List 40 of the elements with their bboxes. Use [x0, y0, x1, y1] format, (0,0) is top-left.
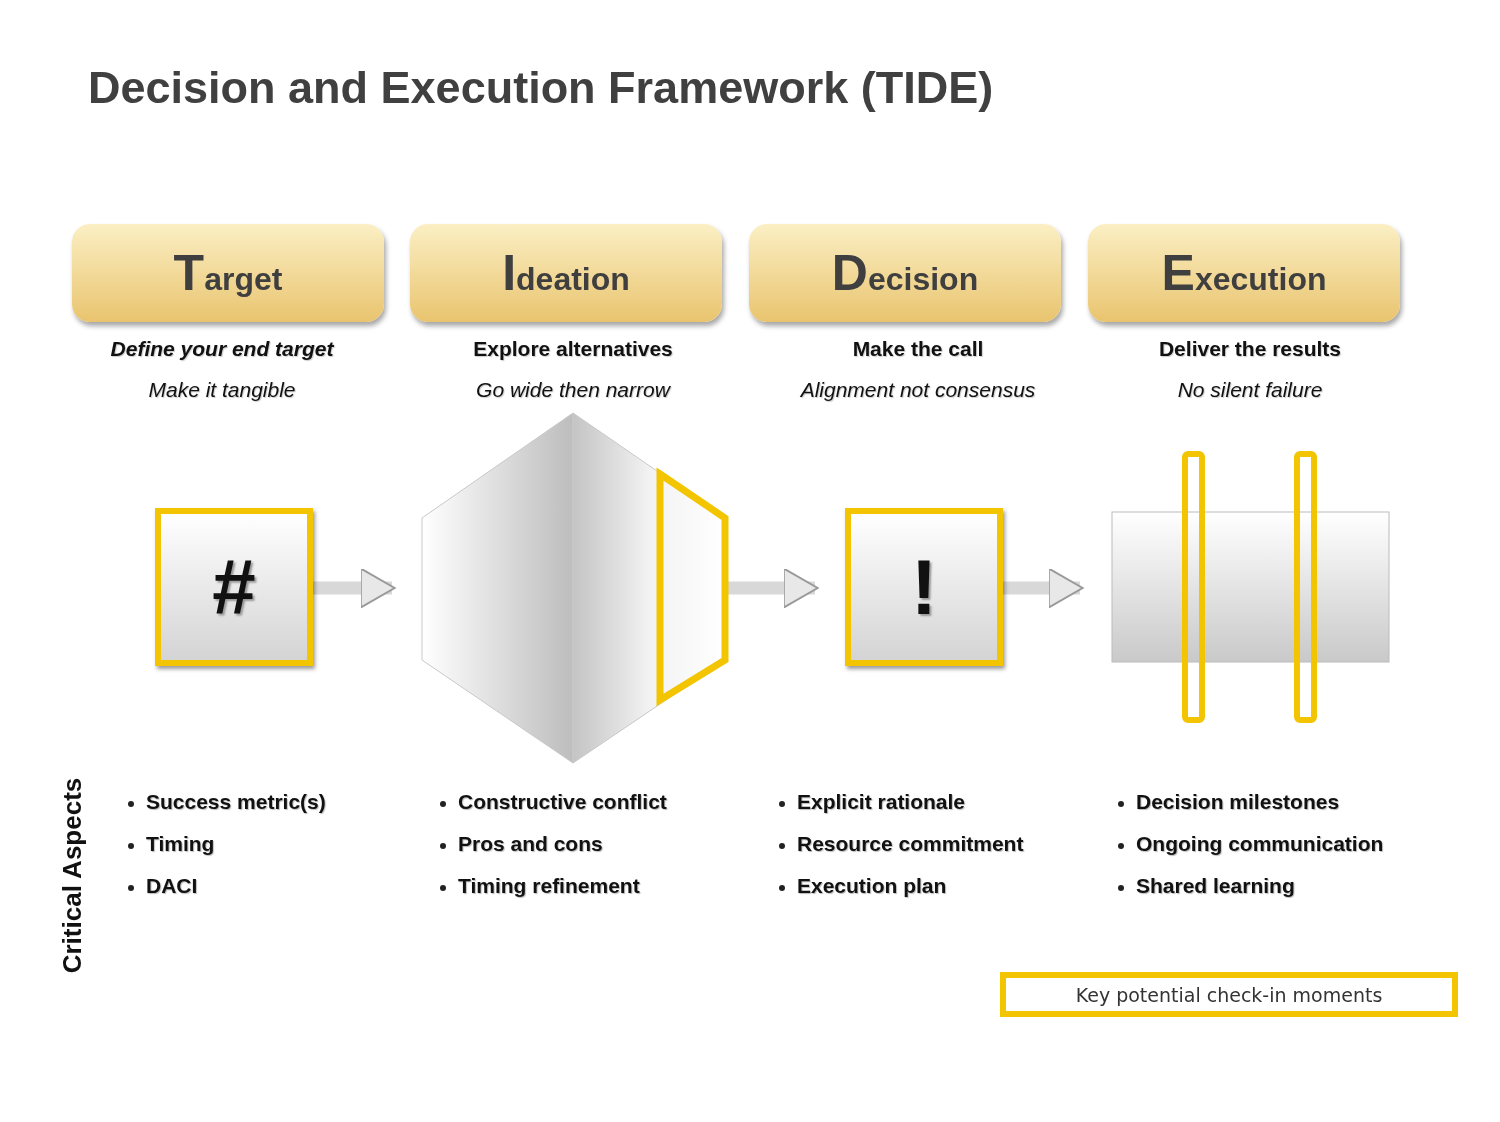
bullet-text: Success metric(s) — [146, 790, 326, 814]
bullet-text: Resource commitment — [797, 832, 1024, 856]
bullet-text: Timing — [146, 832, 215, 856]
symbol-text: # — [212, 541, 256, 633]
bullet-text: Timing refinement — [458, 874, 640, 898]
bullet-text: Explicit rationale — [797, 790, 966, 814]
symbol-box — [845, 508, 1003, 666]
bullet-text: Execution plan — [797, 874, 947, 898]
bullet-text: Ongoing communication — [1136, 832, 1384, 856]
stage-header-box — [749, 224, 1061, 322]
stage-title: Decision — [831, 244, 979, 302]
stage-subtitle: Deliver the results — [1157, 337, 1343, 361]
title: Decision and Execution Framework (TIDE) — [88, 62, 994, 114]
stage-motto: Go wide then narrow — [475, 378, 672, 402]
arrow — [313, 567, 396, 609]
side-heading: Critical Aspects — [56, 776, 88, 976]
bullet-text: Pros and cons — [458, 832, 603, 856]
bar-drawing — [1110, 450, 1392, 725]
stage-subtitle: Make the call — [851, 337, 985, 361]
stage-title: Ideation — [502, 244, 630, 302]
stage-title: Target — [173, 244, 283, 302]
bullet-text: Decision milestones — [1136, 790, 1340, 814]
bullet-text: Shared learning — [1136, 874, 1295, 898]
symbol-text: ! — [911, 541, 937, 633]
stage-header-box — [410, 224, 722, 322]
arrow — [726, 567, 819, 609]
stage-motto: Make it tangible — [147, 378, 297, 402]
stage-motto: Alignment not consensus — [799, 378, 1037, 402]
stage-title: Execution — [1161, 244, 1327, 302]
stage-subtitle: Explore alternatives — [472, 337, 674, 361]
bullet-text: Constructive conflict — [458, 790, 667, 814]
legend-text: Key potential check-in moments — [1075, 983, 1383, 1006]
arrow — [1003, 567, 1084, 609]
bullet-text: DACI — [146, 874, 198, 898]
symbol-box — [155, 508, 313, 666]
hexagon-drawing — [420, 410, 728, 766]
stage-subtitle: Define your end target — [109, 337, 335, 361]
stage-motto: No silent failure — [1176, 378, 1324, 402]
stage-header-box — [72, 224, 384, 322]
stage-header-box — [1088, 224, 1400, 322]
